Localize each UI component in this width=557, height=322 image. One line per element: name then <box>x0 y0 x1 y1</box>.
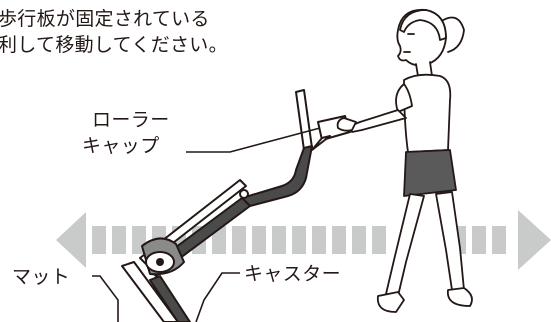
arrow-dash <box>292 226 306 254</box>
instruction-line-1: 歩行板が固定されている <box>0 8 210 30</box>
skirt <box>403 149 457 197</box>
caster-label: キャスター <box>244 263 342 285</box>
arrow-dash <box>92 226 106 254</box>
arm <box>349 109 407 133</box>
movement-arrow <box>56 210 551 270</box>
arrow-head-left <box>56 212 86 268</box>
hair <box>399 9 447 41</box>
sleeve <box>395 83 413 113</box>
handle-bar <box>241 145 313 207</box>
instruction-text: 歩行板が固定されている 利して移動してください。 <box>0 6 228 58</box>
arrow-dash <box>212 226 226 254</box>
person <box>336 8 473 313</box>
mat-label: マット <box>12 266 71 288</box>
leg-back <box>385 193 425 297</box>
leader-roller-cap <box>186 127 321 153</box>
handle-post <box>295 89 313 151</box>
leader-mat <box>92 275 119 322</box>
arrow-dash <box>492 226 506 254</box>
base-foot <box>121 261 179 322</box>
arrow-dash <box>112 226 126 254</box>
shoe-back <box>376 291 405 313</box>
leader-lines <box>92 127 321 322</box>
arrow-dash <box>252 226 266 254</box>
wheel-bolt <box>156 258 164 266</box>
shoe-front <box>447 287 473 307</box>
arrow-dash <box>232 226 246 254</box>
roller-cap-label-line-1: ローラー <box>92 109 170 131</box>
base-foot-2 <box>149 275 191 322</box>
arrow-dash <box>332 226 346 254</box>
machine <box>121 89 351 322</box>
leg-front <box>435 191 465 291</box>
leader-caster <box>195 272 240 322</box>
hand <box>336 117 357 132</box>
arrow-head-right <box>518 210 551 270</box>
arrow-dash <box>312 226 326 254</box>
instruction-line-2: 利して移動してください。 <box>0 34 228 56</box>
arrow-dash <box>472 226 486 254</box>
arrow-dash <box>372 226 386 254</box>
roller-cap-label-line-2: キャップ <box>82 135 160 157</box>
arrow-dash <box>352 226 366 254</box>
handle-arm <box>311 135 331 151</box>
shirt <box>403 73 452 153</box>
arrow-dash <box>272 226 286 254</box>
frame-bolt <box>239 189 249 199</box>
